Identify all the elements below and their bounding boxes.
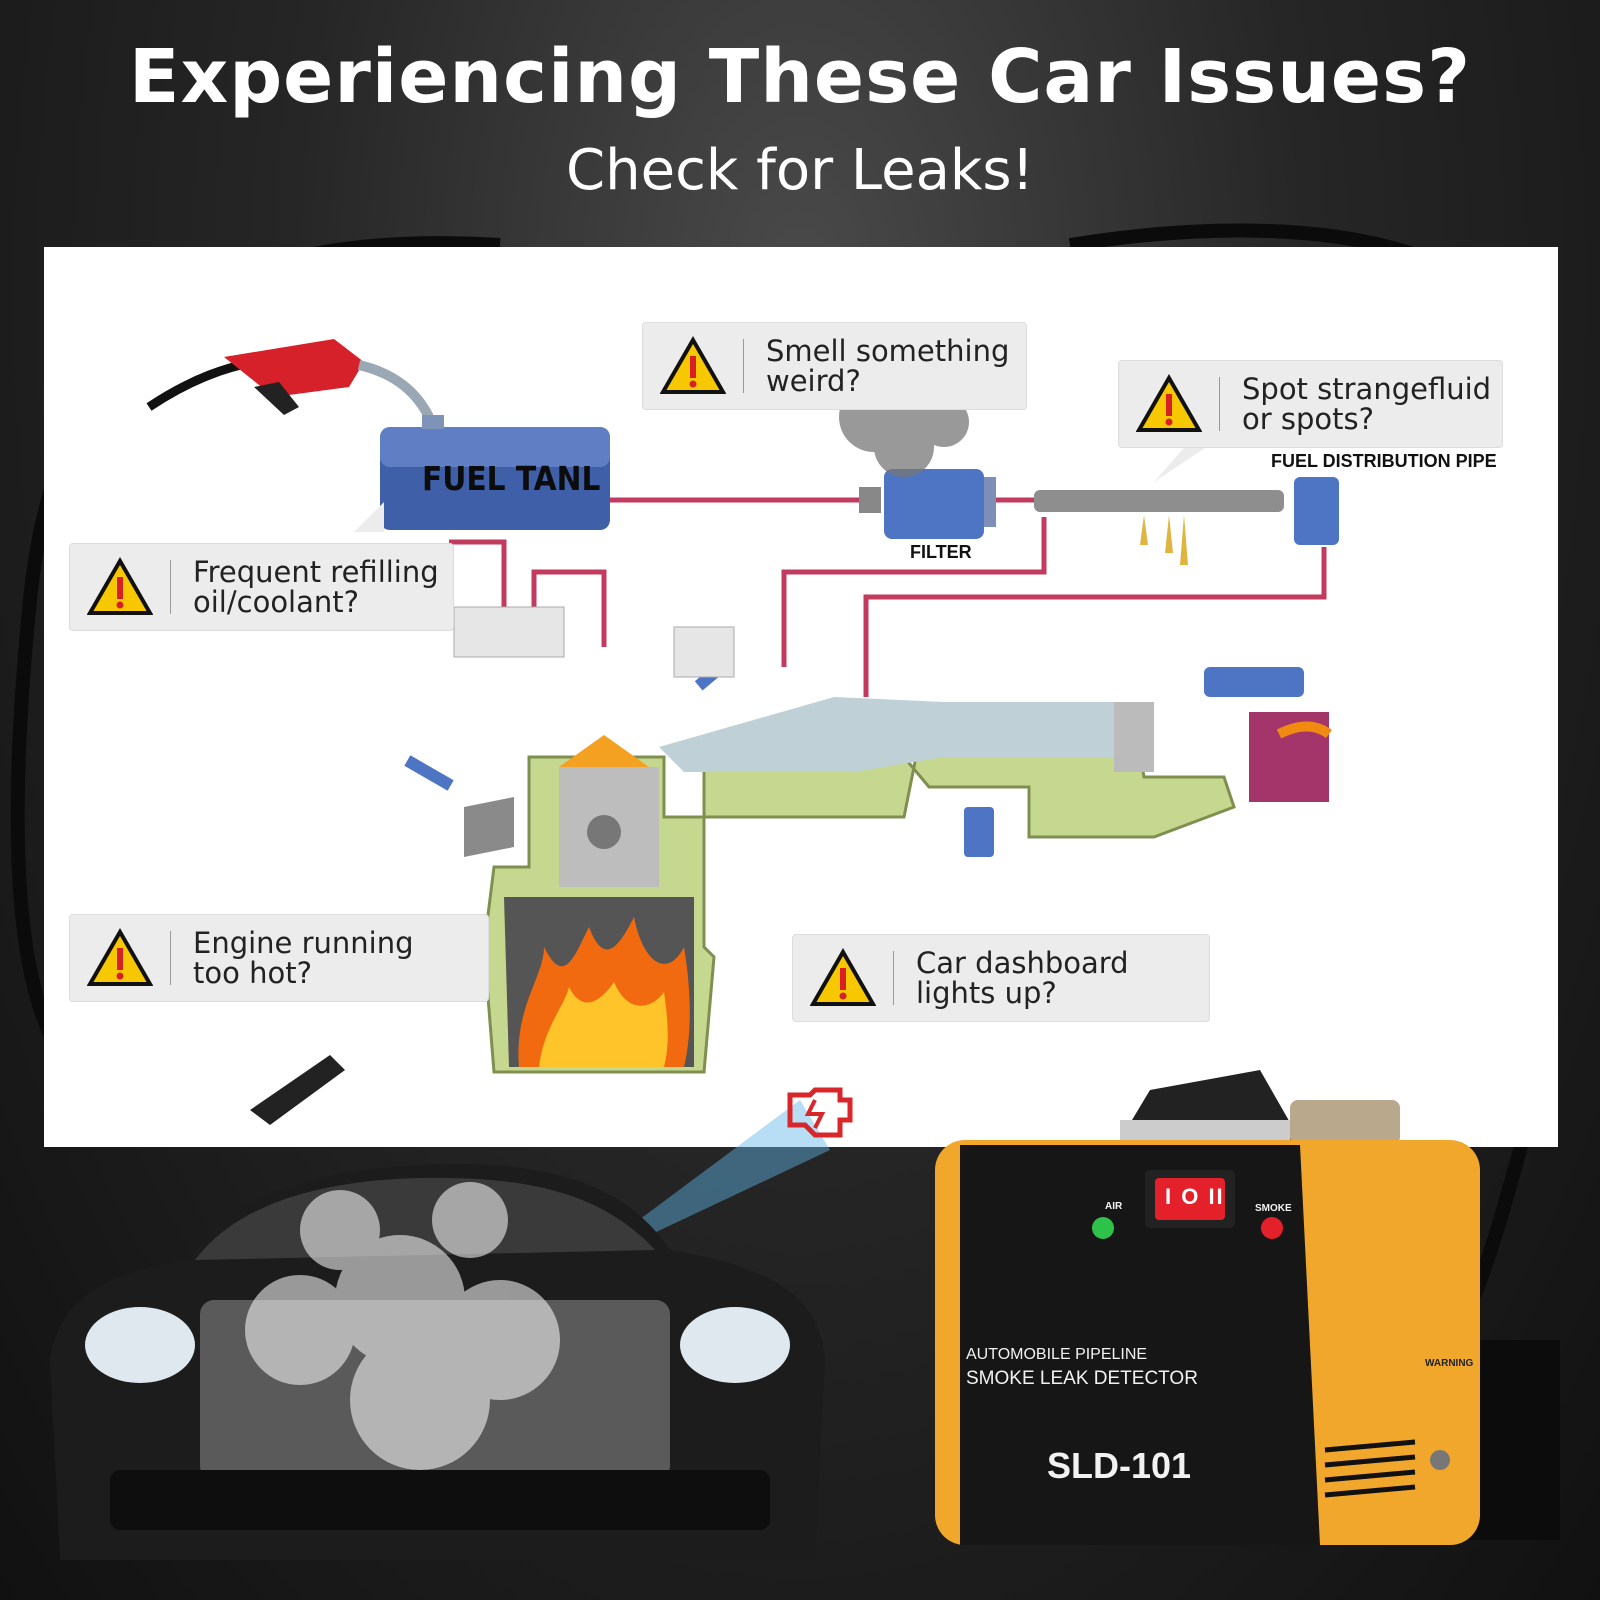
fuel-distribution-pipe-label: FUEL DISTRIBUTION PIPE: [1271, 451, 1497, 471]
power-switch: [1155, 1178, 1225, 1220]
warning-icon: [810, 948, 876, 1006]
warning-sticker: WARNING: [1425, 1358, 1474, 1369]
callout-smell: Smell something weird?: [642, 322, 1027, 410]
smoke-label: SMOKE: [1255, 1203, 1292, 1214]
callout-pointer: [354, 502, 384, 532]
switch-label: I O II: [1165, 1184, 1225, 1209]
filter-label: FILTER: [910, 542, 972, 562]
callout-text: Spot strangefluid or spots?: [1242, 372, 1492, 436]
fuel-distribution-pipe: [1034, 477, 1339, 565]
fuel-tank-label: FUEL TANL: [422, 459, 601, 498]
callout-pointer: [1154, 442, 1214, 482]
callout-text: Car dashboard lights up?: [916, 946, 1129, 1010]
warning-icon: [87, 557, 153, 615]
callout-text: Engine running too hot?: [193, 926, 414, 990]
callout-dashboard: Car dashboard lights up?: [792, 934, 1210, 1022]
device-model: SLD-101: [1047, 1445, 1192, 1486]
callout-text: Smell something weird?: [766, 334, 1010, 398]
callout-refill: Frequent refilling oil/coolant?: [69, 543, 454, 631]
warning-icon: [660, 336, 726, 394]
callout-fluid: Spot strangefluid or spots?: [1118, 360, 1503, 448]
engine-diagram: [146, 339, 1339, 1074]
page-subtitle: Check for Leaks!: [566, 138, 1034, 203]
smoke-icon: [245, 1182, 560, 1470]
flame-icon: [518, 917, 690, 1067]
device-line1: AUTOMOBILE PIPELINE: [966, 1346, 1148, 1363]
warning-icon: [1136, 374, 1202, 432]
check-engine-icon: [787, 1087, 853, 1138]
fuel-nozzle-icon: [146, 339, 434, 420]
page-title: Experiencing These Car Issues?: [128, 34, 1472, 120]
vent-grille: [1324, 1439, 1416, 1498]
callout-hot: Engine running too hot?: [69, 914, 489, 1002]
air-indicator: [1092, 1217, 1114, 1239]
device-line2: SMOKE LEAK DETECTOR: [966, 1368, 1198, 1389]
fuel-pipes: [449, 497, 1327, 697]
smoke-indicator: [1261, 1217, 1283, 1239]
fuel-tank: [380, 415, 610, 530]
air-label: AIR: [1105, 1201, 1123, 1212]
warning-icon: [87, 928, 153, 986]
callout-text: Frequent refilling oil/coolant?: [193, 555, 439, 619]
filter: [859, 469, 996, 539]
